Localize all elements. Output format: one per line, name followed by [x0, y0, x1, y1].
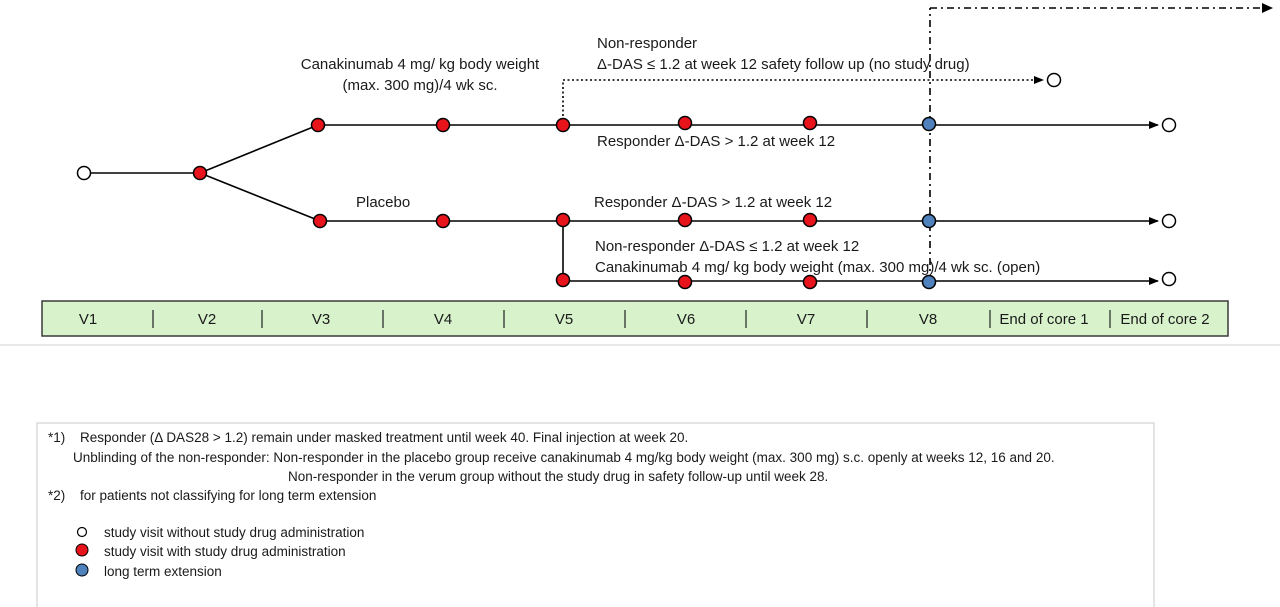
visit-v5-canakinumab [555, 117, 571, 133]
timeline-visit-end-core-2: End of core 2 [1120, 311, 1209, 328]
footnote-box: *1) Responder (Δ DAS28 > 1.2) remain und… [36, 422, 1155, 607]
footnote-1-line2: Unblinding of the non-responder: Non-res… [73, 450, 1055, 465]
label-canakinumab-line2: (max. 300 mg)/4 wk sc. [342, 77, 497, 94]
footnote-1-marker: *1) [48, 430, 65, 445]
visit-v6-placebo-nonresp [677, 274, 693, 290]
visit-end-placebo-nonresp [1161, 271, 1177, 287]
timeline-visit-v3: V3 [312, 311, 330, 328]
visit-markers [76, 72, 1177, 290]
visit-v6-canakinumab [677, 115, 693, 131]
long-term-extension-path [929, 7, 1264, 282]
visit-v7-placebo [802, 212, 818, 228]
arm-labels: Canakinumab 4 mg/ kg body weight (max. 3… [301, 35, 1040, 276]
legend-label-red: study visit with study drug administrati… [104, 544, 346, 559]
line-branch-up [199, 124, 319, 174]
timeline-visit-v6: V6 [677, 311, 695, 328]
footnote-1-line3: Non-responder in the verum group without… [288, 469, 828, 484]
legend-blue-circle-icon [75, 563, 89, 577]
footnote-2-marker: *2) [48, 488, 65, 503]
visit-v5-placebo-nonresp [555, 272, 571, 288]
label-nonresponder-placebo-line2: Canakinumab 4 mg/ kg body weight (max. 3… [595, 259, 1040, 276]
timeline-visit-v1: V1 [79, 311, 97, 328]
timeline-visit-v2: V2 [198, 311, 216, 328]
visit-v4-placebo [435, 213, 451, 229]
flow-lines [90, 121, 1159, 285]
legend-label-blue: long term extension [104, 564, 222, 579]
visit-v8-canakinumab [921, 116, 937, 132]
timeline-visit-v5: V5 [555, 311, 573, 328]
label-placebo: Placebo [356, 194, 410, 211]
visit-v4-canakinumab [435, 117, 451, 133]
timeline-band [41, 300, 1229, 337]
label-canakinumab-line1: Canakinumab 4 mg/ kg body weight [301, 56, 540, 73]
legend-open-circle-icon [76, 526, 88, 538]
legend-label-open: study visit without study drug administr… [104, 525, 364, 540]
visit-v1-open [76, 165, 92, 181]
visit-v6-placebo [677, 212, 693, 228]
visit-v3-placebo [312, 213, 328, 229]
label-responder-placebo: Responder Δ-DAS > 1.2 at week 12 [594, 194, 832, 211]
extension-arrowhead [1262, 3, 1273, 13]
timeline-visit-v4: V4 [434, 311, 452, 328]
visit-end-nonresponder [1046, 72, 1062, 88]
visit-v7-canakinumab [802, 115, 818, 131]
footnote-1-line1: Responder (Δ DAS28 > 1.2) remain under m… [80, 430, 688, 445]
nonresponder-arrowhead [1034, 76, 1044, 84]
legend: study visit without study drug administr… [75, 525, 364, 579]
timeline-visit-v7: V7 [797, 311, 815, 328]
label-nonresponder-top-line1: Non-responder [597, 35, 697, 52]
timeline-separators [152, 310, 1111, 328]
label-responder-top: Responder Δ-DAS > 1.2 at week 12 [597, 133, 835, 150]
timeline-visit-end-core-1: End of core 1 [999, 311, 1088, 328]
line-branch-down [199, 172, 321, 222]
visit-timeline: V1 V2 V3 V4 V5 V6 V7 V8 End of core 1 En… [41, 300, 1229, 337]
footnote-2-text: for patients not classifying for long te… [80, 488, 376, 503]
visit-v3-canakinumab [310, 117, 326, 133]
visit-v2-drug [192, 165, 208, 181]
timeline-visit-v8: V8 [919, 311, 937, 328]
visit-end-placebo [1161, 213, 1177, 229]
visit-v8-placebo [921, 213, 937, 229]
footnote-box-border [36, 422, 1155, 607]
visit-v8-placebo-nonresp [921, 274, 937, 290]
legend-red-circle-icon [75, 543, 89, 557]
nonresponder-followup-path [562, 79, 1036, 125]
visit-v7-placebo-nonresp [802, 274, 818, 290]
label-nonresponder-placebo-line1: Non-responder Δ-DAS ≤ 1.2 at week 12 [595, 238, 859, 255]
visit-v5-placebo [555, 212, 571, 228]
visit-end-canakinumab [1161, 117, 1177, 133]
label-nonresponder-top-line2: Δ-DAS ≤ 1.2 at week 12 safety follow up … [597, 56, 970, 73]
